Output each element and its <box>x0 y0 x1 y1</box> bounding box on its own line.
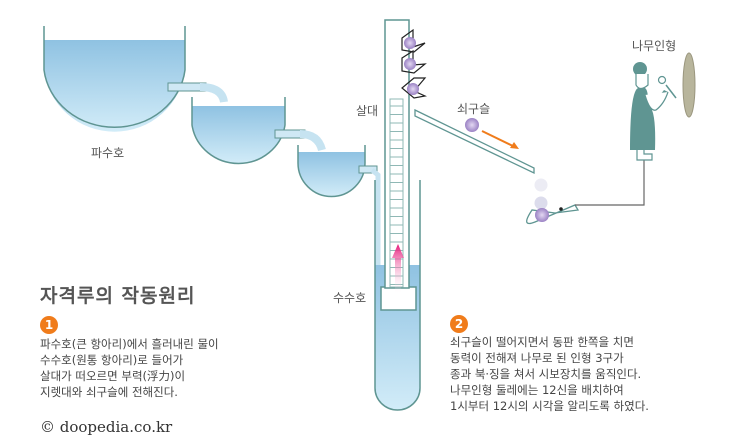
step2-line: 동력이 전해져 나무로 된 인형 3구가 <box>450 351 624 365</box>
diagram-title: 자격루의 작동원리 <box>40 285 196 307</box>
small-vessel <box>297 145 381 265</box>
iron-ball <box>404 37 416 49</box>
step1-line: 살대가 떠오르면 부력(浮力)이 <box>40 369 186 383</box>
intermediate-vessel <box>191 97 326 165</box>
ball-release-levers <box>401 28 427 99</box>
step1-text: 파수호(큰 항아리)에서 흘러내린 물이 수수호(원통 항아리)로 들어가 살대… <box>40 336 219 400</box>
ball-ramp <box>414 108 535 175</box>
step1-line: 파수호(큰 항아리)에서 흘러내린 물이 <box>40 337 219 351</box>
copyright: © doopedia.co.kr <box>40 418 173 436</box>
iron-ball <box>465 118 479 132</box>
step2-badge: 2 <box>450 315 468 333</box>
source-vessel-label: 파수호 <box>91 146 125 160</box>
rising-arrow <box>392 244 404 295</box>
step2-line: 나무인형 둘레에는 12신을 배치하여 <box>450 383 624 397</box>
iron-ball <box>407 83 419 95</box>
gong-icon <box>682 52 696 118</box>
wooden-figure-label: 나무인형 <box>632 39 677 53</box>
step1-line: 지렛대와 쇠구슬에 전해진다. <box>40 385 178 399</box>
step2-line: 종과 북·징을 쳐서 시보장치를 움직인다. <box>450 367 642 381</box>
wooden-figure <box>630 62 677 161</box>
source-vessel <box>43 26 228 132</box>
iron-ball <box>404 58 416 70</box>
linkage-wire <box>575 160 645 206</box>
step2-line: 1시부터 12시의 시각을 알리도록 하였다. <box>450 399 649 413</box>
step2-text: 쇠구슬이 떨어지면서 동판 한쪽을 치면 동력이 전해져 나무로 된 인형 3구… <box>450 334 649 414</box>
iron-ball-label: 쇠구슬 <box>457 102 491 116</box>
step1-badge: 1 <box>40 316 58 334</box>
float-rod-label: 살대 <box>356 104 379 118</box>
step2-line: 쇠구슬이 떨어지면서 동판 한쪽을 치면 <box>450 335 634 349</box>
iron-ball <box>535 208 549 222</box>
step1-line: 수수호(원통 항아리)로 들어가 <box>40 353 184 367</box>
receiving-vessel <box>374 180 421 411</box>
copper-plate-lever <box>526 204 580 225</box>
receiving-vessel-label: 수수호 <box>333 291 367 305</box>
motion-arrow <box>481 130 516 148</box>
